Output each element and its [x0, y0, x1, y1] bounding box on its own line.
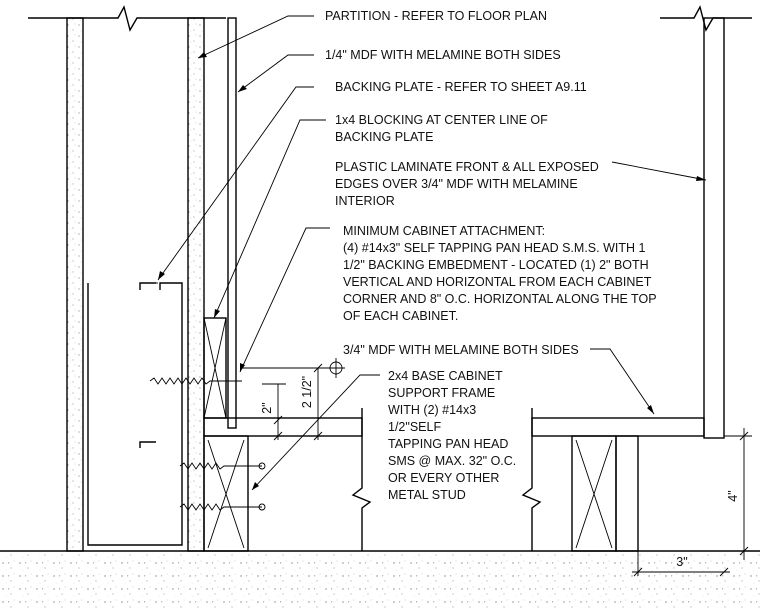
dim-two-inch: 2": [260, 383, 286, 441]
dim-four-inch: 4": [724, 428, 752, 560]
centerline-symbol: [240, 358, 345, 378]
dim-three-inch: 3": [632, 551, 730, 577]
left-partition: [66, 17, 205, 552]
note-plastic-laminate: PLASTIC LAMINATE FRONT & ALL EXPOSED EDG…: [335, 160, 602, 208]
blocking-1x4: [203, 317, 227, 419]
note-three-quarter-mdf: 3/4" MDF WITH MELAMINE BOTH SIDES: [343, 343, 579, 357]
dim-three-inch-label: 3": [676, 555, 687, 569]
note-quarter-mdf: 1/4" MDF WITH MELAMINE BOTH SIDES: [325, 48, 561, 62]
break-line-mid-right: [521, 408, 542, 551]
break-line-right: [660, 5, 752, 32]
arrowheads: [158, 52, 706, 490]
cabinet-bottom-right: [531, 17, 725, 552]
note-support-frame: 2x4 BASE CABINET SUPPORT FRAME WITH (2) …: [388, 369, 520, 502]
note-partition: PARTITION - REFER TO FLOOR PLAN: [325, 9, 547, 23]
quarter-mdf-panel: [227, 17, 237, 429]
dim-four-inch-label: 4": [726, 490, 740, 501]
note-attachment: MINIMUM CABINET ATTACHMENT: (4) #14x3" S…: [343, 224, 660, 323]
floor-slab: [0, 550, 760, 608]
dim-two-half: 2 1/2": [296, 363, 326, 441]
cabinet-bottom-left: [203, 417, 363, 552]
leaders: [157, 15, 707, 491]
dim-two-half-label: 2 1/2": [300, 376, 314, 408]
break-line-mid-left: [351, 408, 372, 551]
note-blocking: 1x4 BLOCKING AT CENTER LINE OF BACKING P…: [335, 113, 551, 144]
note-backing-plate: BACKING PLATE - REFER TO SHEET A9.11: [335, 80, 587, 94]
dim-two-inch-label: 2": [260, 402, 274, 413]
break-line-left: [28, 5, 226, 32]
